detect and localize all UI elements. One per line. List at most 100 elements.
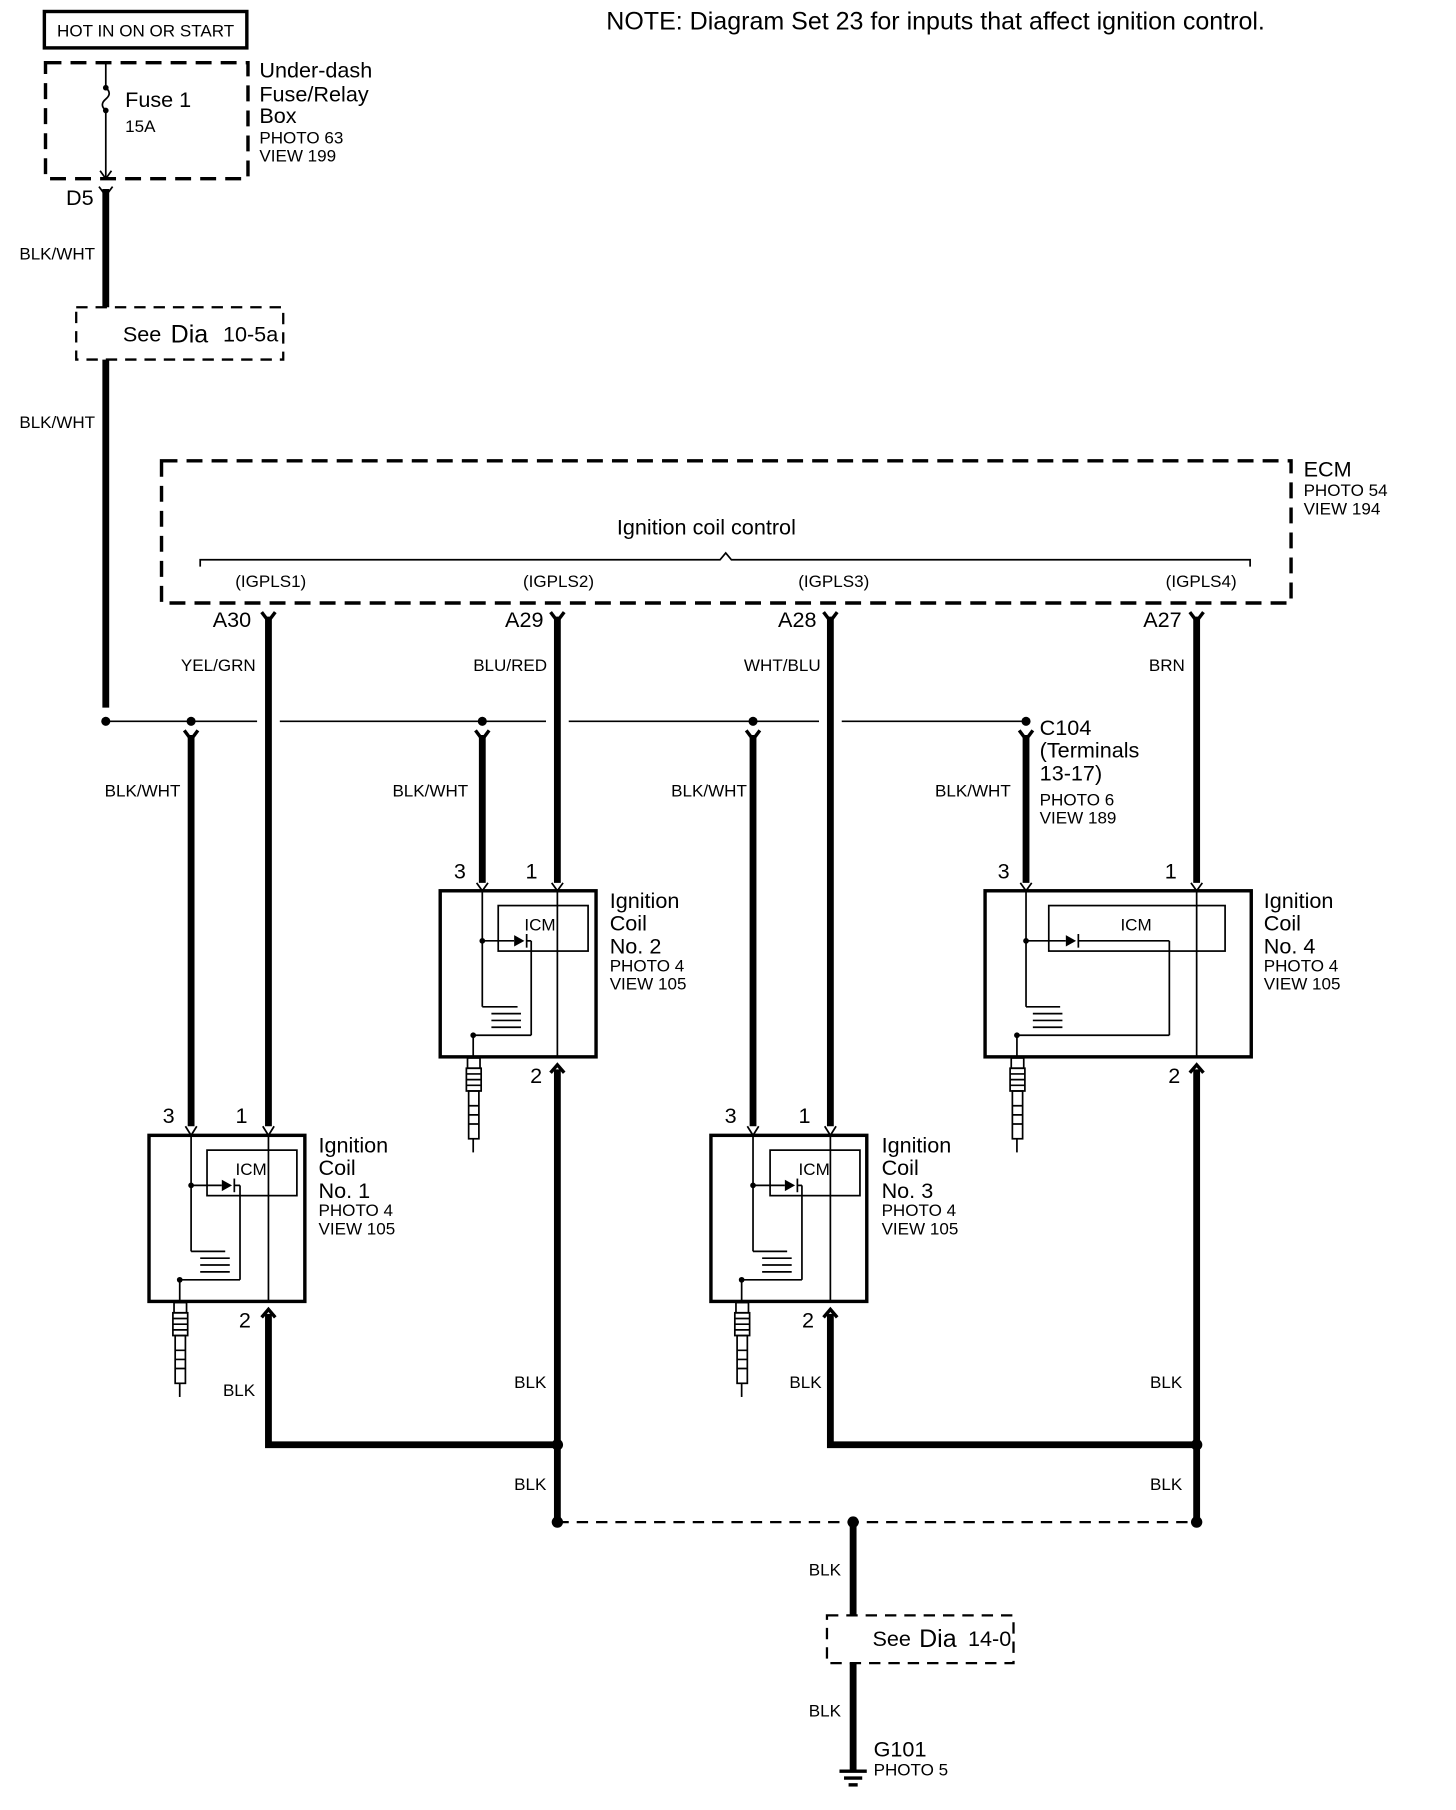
- coil-4-name-line3: No. 4: [1264, 933, 1316, 958]
- wire-a28-color: WHT/BLU: [744, 656, 821, 675]
- coil-4-icm-label: ICM: [1120, 916, 1151, 935]
- see-ref-lower-num: 14-0: [968, 1626, 1011, 1651]
- fuse-box-view: VIEW 199: [259, 147, 336, 166]
- coil-3-name-line2: Coil: [882, 1155, 919, 1180]
- ecm-name: ECM: [1304, 457, 1352, 482]
- coil-2-pin-2: 2: [530, 1063, 542, 1088]
- ignition-coil-1: [147, 1125, 307, 1304]
- fuse-relay-box: [43, 60, 250, 181]
- ignition-coil-3: [709, 1125, 869, 1304]
- wire-a30-color: YEL/GRN: [181, 656, 256, 675]
- coil-2-name-line2: Coil: [610, 911, 647, 936]
- wire-a29-color: BLU/RED: [473, 656, 547, 675]
- see-ref-upper-num: 10-5a: [223, 321, 279, 346]
- ecm-pin-a27: A27: [1143, 607, 1181, 632]
- fuse-box-name-line2: Fuse/Relay: [259, 81, 368, 106]
- coil-4-name-line1: Ignition: [1264, 888, 1334, 913]
- coil-3-view: VIEW 105: [882, 1219, 959, 1238]
- see-ref-lower-dia: Dia: [919, 1625, 957, 1653]
- coil-4-pin-2: 2: [1168, 1063, 1180, 1088]
- coil-1-name-line1: Ignition: [318, 1132, 388, 1157]
- ground-wires: [260, 1062, 1205, 1771]
- coil-3-photo: PHOTO 4: [882, 1201, 957, 1220]
- c104-terminals-line1: (Terminals: [1040, 738, 1140, 763]
- coil-3-pin-2: 2: [802, 1308, 814, 1333]
- ground-symbol-icon: [839, 1769, 867, 1787]
- coil-2-photo: PHOTO 4: [610, 957, 685, 976]
- coil-2-name-line3: No. 2: [610, 933, 662, 958]
- coil-1-pin-2: 2: [239, 1308, 251, 1333]
- coil-4-view: VIEW 105: [1264, 975, 1341, 994]
- wire-drop-4-color: BLK/WHT: [935, 781, 1011, 800]
- ignition-coil-2: [438, 882, 598, 1059]
- c104-terminals-line2: 13-17): [1040, 760, 1102, 785]
- c104-name: C104: [1040, 715, 1092, 740]
- wire-gnd-main-a-color: BLK: [809, 1561, 842, 1580]
- coil-3-pin-3: 3: [725, 1103, 737, 1128]
- coil-2-view: VIEW 105: [610, 975, 687, 994]
- ecm-view: VIEW 194: [1304, 499, 1381, 518]
- wire-drop-1-color: BLK/WHT: [105, 781, 181, 800]
- see-ref-lower-see: See: [872, 1626, 910, 1651]
- ecm-signal-1: (IGPLS1): [235, 572, 306, 591]
- coil-4-photo: PHOTO 4: [1264, 957, 1339, 976]
- wire-gnd-2b-color: BLK: [514, 1475, 547, 1494]
- coil-1-view: VIEW 105: [318, 1219, 395, 1238]
- spark-plug-4-icon: [1009, 1057, 1026, 1153]
- ecm-signal-4: (IGPLS4): [1166, 572, 1237, 591]
- coil-4-pin-3: 3: [998, 858, 1010, 883]
- ecm-signal-3: (IGPLS3): [798, 572, 869, 591]
- ecm-output-wires: [260, 611, 1205, 1127]
- fuse-box-photo: PHOTO 63: [259, 128, 343, 147]
- see-diagram-ref-upper: [75, 306, 285, 361]
- ecm-function-bracket: [199, 551, 1251, 567]
- wire-gnd-4-color: BLK: [1150, 1373, 1183, 1392]
- wire-gnd-4b-color: BLK: [1150, 1475, 1183, 1494]
- wire-drop-2-color: BLK/WHT: [392, 781, 468, 800]
- ecm-signal-2: (IGPLS2): [523, 572, 594, 591]
- power-source-label: HOT IN ON OR START: [57, 22, 235, 41]
- diagram-note: NOTE: Diagram Set 23 for inputs that aff…: [606, 8, 1265, 36]
- supply-wire-color-upper: BLK/WHT: [19, 244, 95, 263]
- fuse-symbol: [99, 62, 113, 181]
- supply-wire-color-lower: BLK/WHT: [19, 413, 95, 432]
- see-ref-upper-dia: Dia: [171, 321, 209, 349]
- ecm-pin-a30: A30: [213, 607, 251, 632]
- fuse-box-name-line1: Under-dash: [259, 57, 372, 82]
- wire-gnd-1-color: BLK: [223, 1381, 256, 1400]
- coil-4-pin-1: 1: [1165, 858, 1177, 883]
- coil-2-pin-1: 1: [526, 858, 538, 883]
- coil-3-pin-1: 1: [799, 1103, 811, 1128]
- coil-1-name-line2: Coil: [318, 1155, 355, 1180]
- see-diagram-ref-lower: [825, 1614, 1015, 1665]
- coil-1-pin-1: 1: [235, 1103, 247, 1128]
- wire-gnd-main-b-color: BLK: [809, 1702, 842, 1721]
- coil-4-name-line2: Coil: [1264, 911, 1301, 936]
- ecm-pin-a28: A28: [778, 607, 816, 632]
- c104-splice-bus: [101, 716, 1031, 726]
- fuse-name: Fuse 1: [125, 87, 191, 112]
- wire-a27-color: BRN: [1149, 656, 1185, 675]
- wire-drop-3-color: BLK/WHT: [671, 781, 747, 800]
- ecm-box: [159, 459, 1293, 605]
- coil-supply-drops: [182, 729, 1035, 1127]
- spark-plug-3-icon: [733, 1301, 751, 1397]
- spark-plug-1-icon: [172, 1301, 189, 1397]
- c104-photo: PHOTO 6: [1040, 790, 1115, 809]
- c104-view: VIEW 189: [1040, 809, 1117, 828]
- fuse-box-name-line3: Box: [259, 103, 296, 128]
- coil-2-pin-3: 3: [454, 858, 466, 883]
- ecm-photo: PHOTO 54: [1304, 481, 1388, 500]
- see-ref-upper-see: See: [123, 321, 161, 346]
- coil-2-name-line1: Ignition: [610, 888, 680, 913]
- ignition-coil-4: [983, 882, 1253, 1059]
- fuse-terminal-label: D5: [66, 185, 94, 210]
- ecm-pin-a29: A29: [505, 607, 543, 632]
- coil-3-name-line3: No. 3: [882, 1178, 934, 1203]
- coil-1-photo: PHOTO 4: [318, 1201, 393, 1220]
- spark-plug-2-icon: [465, 1057, 483, 1153]
- coil-2-icm-label: ICM: [524, 916, 555, 935]
- coil-1-pin-3: 3: [163, 1103, 175, 1128]
- coil-3-name-line1: Ignition: [882, 1132, 952, 1157]
